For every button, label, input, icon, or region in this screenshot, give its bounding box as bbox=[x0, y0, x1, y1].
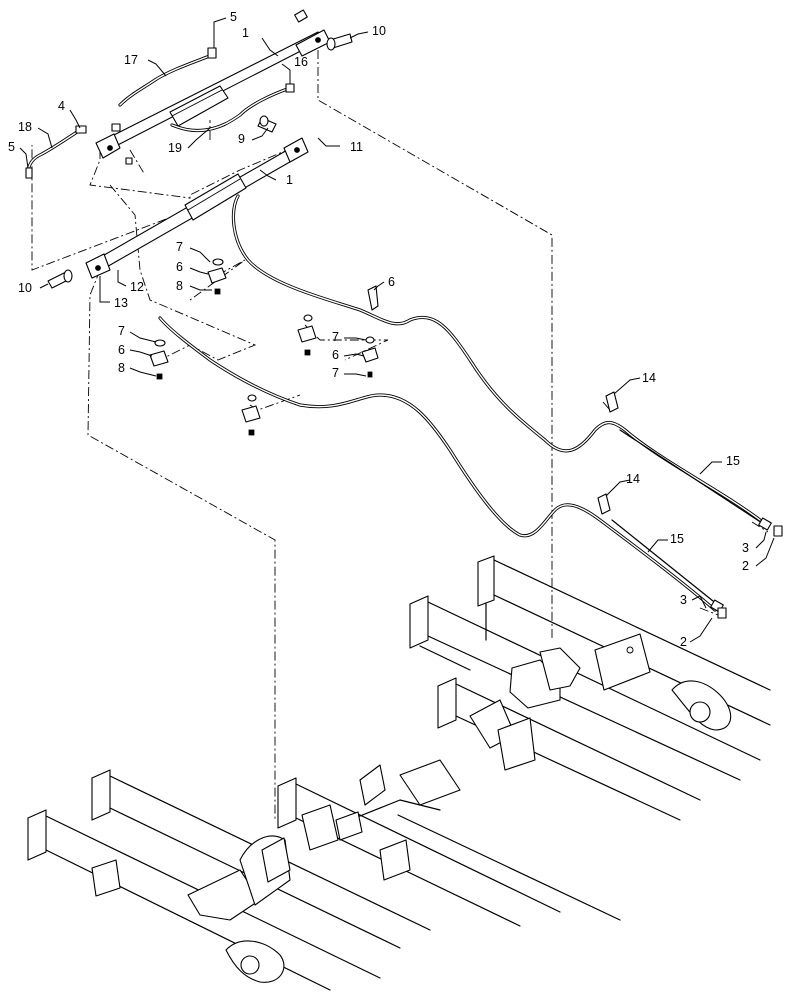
callout-7-b: 7 bbox=[118, 324, 125, 338]
callout-3-bot: 3 bbox=[680, 593, 687, 607]
callout-1-mid: 1 bbox=[286, 173, 293, 187]
frame-right bbox=[349, 555, 771, 921]
brackets-14 bbox=[597, 391, 619, 515]
cylinder-upper bbox=[95, 29, 331, 159]
callout-6-mid: 6 bbox=[388, 275, 395, 289]
callout-3-top: 3 bbox=[742, 541, 749, 555]
callout-6-c: 6 bbox=[332, 348, 339, 362]
callout-10-left: 10 bbox=[18, 281, 32, 295]
clamp-hardware bbox=[149, 258, 379, 436]
cylinder-lower bbox=[85, 137, 309, 279]
callout-11: 11 bbox=[350, 140, 363, 154]
callout-14-mid: 14 bbox=[626, 472, 640, 486]
long-hose-upper bbox=[231, 194, 762, 522]
callout-17: 17 bbox=[124, 53, 138, 67]
tubes-15 bbox=[611, 429, 783, 619]
assembly-lines bbox=[31, 50, 769, 820]
callout-6-a: 6 bbox=[176, 260, 183, 274]
callout-16: 16 bbox=[294, 55, 308, 69]
callout-19: 19 bbox=[168, 141, 182, 155]
callout-13: 13 bbox=[114, 296, 128, 310]
pins bbox=[47, 9, 353, 289]
callout-15-top: 15 bbox=[726, 454, 740, 468]
callout-8-a: 8 bbox=[176, 279, 183, 293]
callout-5-top: 5 bbox=[230, 10, 237, 24]
callout-1-top: 1 bbox=[242, 26, 249, 40]
callout-6-b: 6 bbox=[118, 343, 125, 357]
leader-lines bbox=[19, 17, 775, 643]
callout-12: 12 bbox=[130, 280, 144, 294]
small-hoses bbox=[25, 47, 295, 179]
callout-7-d: 7 bbox=[332, 366, 339, 380]
callout-7-c: 7 bbox=[332, 330, 339, 344]
frame-left bbox=[27, 769, 561, 991]
callout-18: 18 bbox=[18, 120, 32, 134]
callout-9: 9 bbox=[238, 132, 245, 146]
callout-5-left: 5 bbox=[8, 140, 15, 154]
callout-8-b: 8 bbox=[118, 361, 125, 375]
callout-4: 4 bbox=[58, 99, 65, 113]
callout-7-a: 7 bbox=[176, 240, 183, 254]
callout-labels: 5 1 10 17 16 4 18 5 9 11 19 1 7 6 8 6 10… bbox=[8, 10, 749, 649]
callout-2-top: 2 bbox=[742, 559, 749, 573]
callout-15-mid: 15 bbox=[670, 532, 684, 546]
callout-10-top: 10 bbox=[372, 24, 386, 38]
long-hose-lower bbox=[158, 316, 717, 612]
callout-2-bot: 2 bbox=[680, 635, 687, 649]
callout-14-top: 14 bbox=[642, 371, 656, 385]
